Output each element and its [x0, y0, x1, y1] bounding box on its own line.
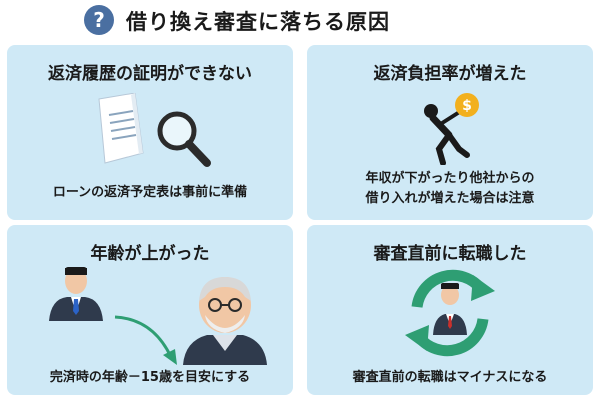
- old-man-icon: [183, 277, 267, 365]
- young-to-old-man-icon: [49, 267, 267, 365]
- header: ? 借り換え審査に落ちる原因: [0, 0, 600, 40]
- person-dragging-money-bag-icon: $: [424, 93, 479, 165]
- panel-caption: 審査直前の転職はマイナスになる: [352, 370, 548, 385]
- panel-age: 年齢が上がった 完済時の年齢－15歳を目安にする: [7, 225, 293, 395]
- document-magnifier-icon: [98, 93, 211, 167]
- panel-caption: 完済時の年齢－15歳を目安にする: [49, 370, 251, 385]
- panel-repayment-ratio: 返済負担率が増えた $ 年収が下がったり他社からの 借り入れが増えた場合は注意: [307, 45, 593, 220]
- panel-caption: 年収が下がったり他社からの 借り入れが増えた場合は注意: [365, 171, 535, 206]
- panel-job-change: 審査直前に転職した 審査直前の転職はマイナスになる: [307, 225, 593, 395]
- panel-title: 審査直前に転職した: [373, 244, 527, 264]
- panel-caption: ローンの返済予定表は事前に準備: [52, 185, 248, 200]
- question-icon: ?: [84, 5, 114, 35]
- job-change-cycle-icon: [405, 269, 495, 357]
- panel-title: 年齢が上がった: [90, 244, 210, 264]
- panel-title: 返済履歴の証明ができない: [48, 64, 252, 84]
- panel-title: 返済負担率が増えた: [373, 64, 527, 84]
- panel-repayment-history: 返済履歴の証明ができない ローンの返済予定表は事前に準備: [7, 45, 293, 220]
- young-man-icon: [49, 267, 103, 321]
- svg-text:$: $: [462, 98, 472, 114]
- page-title: 借り換え審査に落ちる原因: [126, 10, 390, 34]
